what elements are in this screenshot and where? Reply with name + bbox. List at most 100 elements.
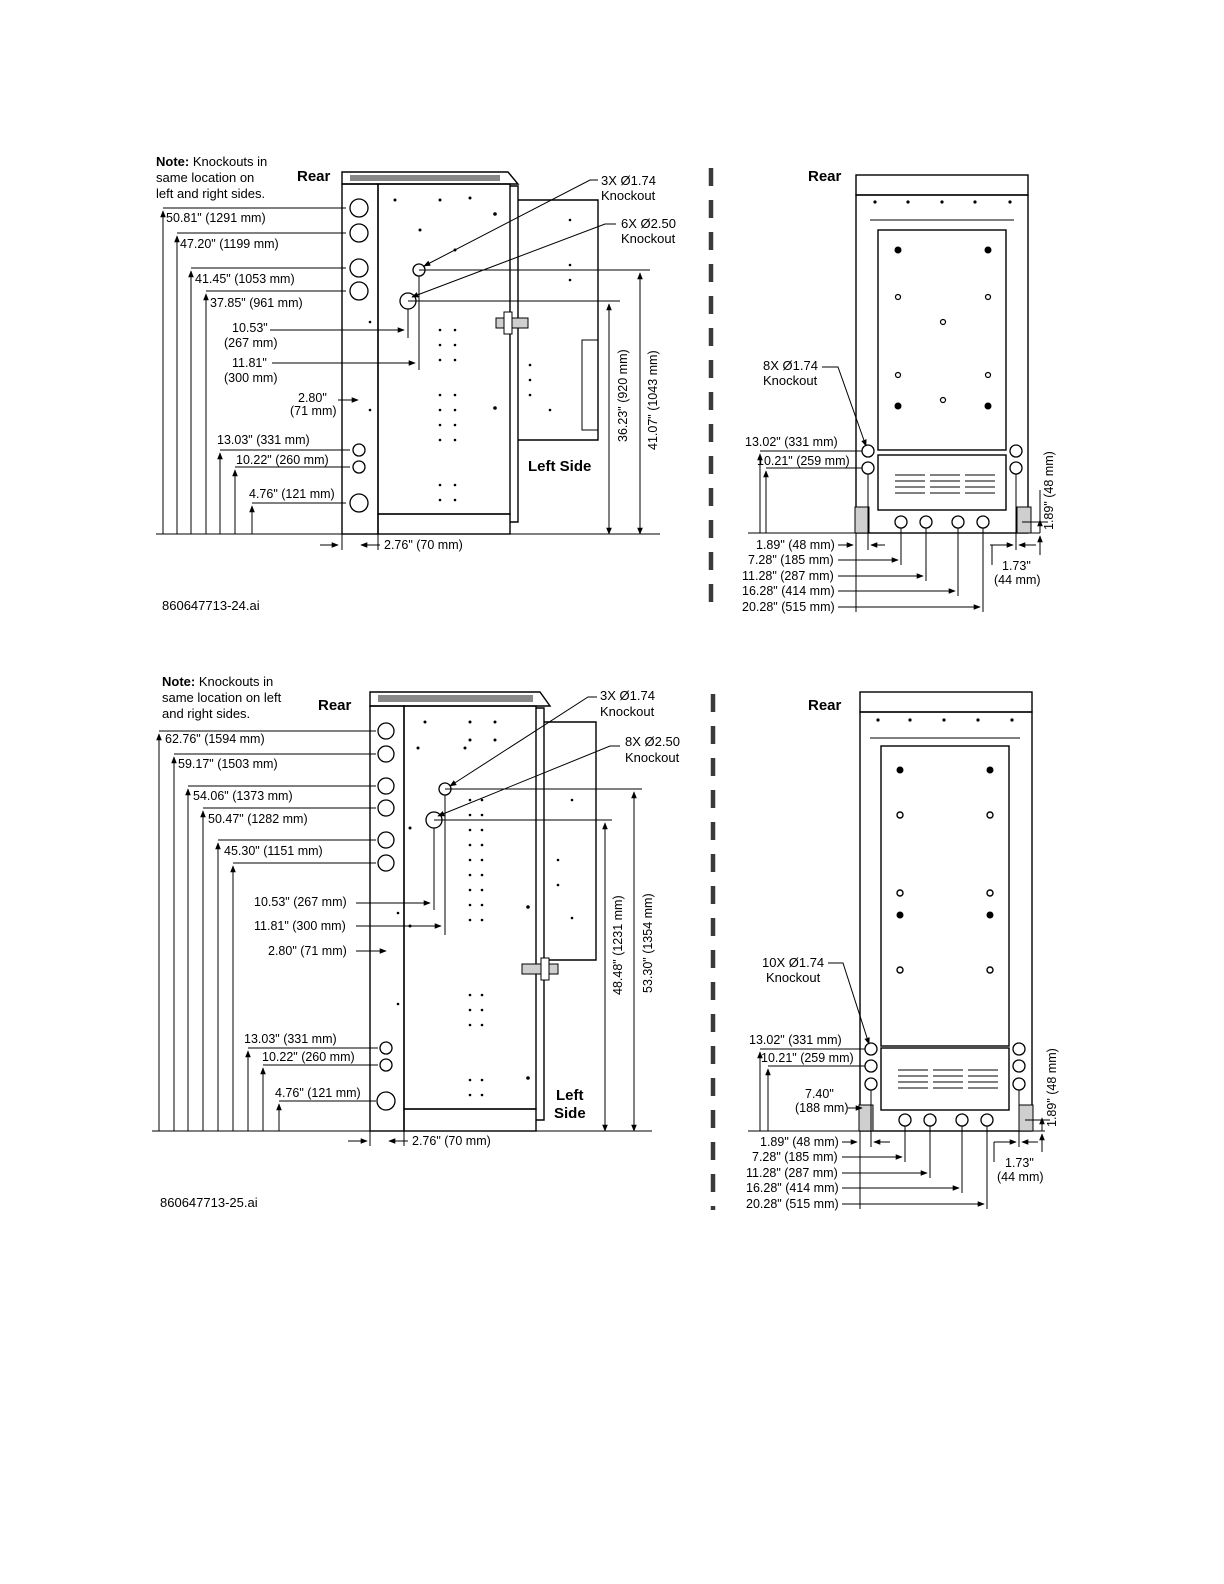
filename-label: 860647713-24.ai [162,598,260,613]
cabinet-body [403,705,537,1110]
knockout-4 [349,281,369,301]
callout-a-line-2: Knockout [601,188,656,203]
width-dimensions [842,1090,1038,1209]
height-label: 47.20" (1199 mm) [180,237,279,251]
vertical-dim-label: 1.89" (48 mm) [1045,1048,1059,1127]
knockout-7 [349,493,369,513]
width-label: 7.28" (185 mm) [748,553,834,567]
panel-bolts [876,718,1014,974]
height-label: 10.22" (260 mm) [262,1050,355,1064]
width-label: 16.28" (414 mm) [742,584,835,598]
knockout-3 [377,777,395,795]
callout-line-1: 8X Ø1.74 [763,358,818,373]
callout-b-line-2: Knockout [625,750,680,765]
dim-label: 2.80" [298,391,327,405]
rear-label: Rear [297,168,331,185]
handle [521,963,559,975]
knockout-6 [352,460,366,474]
left-side-label: Left Side [528,458,591,475]
width-label: 20.28" (515 mm) [746,1197,839,1211]
knockout-6 [377,854,395,872]
knockout-left-1 [864,1042,878,1056]
callout-b-line-1: 6X Ø2.50 [621,216,676,231]
dim-label: (267 mm) [224,336,277,350]
width-label: 20.28" (515 mm) [742,600,835,614]
width-label: 7.28" (185 mm) [752,1150,838,1164]
top-vent [378,695,533,702]
height-label: 50.47" (1282 mm) [208,812,308,826]
dim-label: 2.80" (71 mm) [268,944,347,958]
rear-label: Rear [808,168,842,185]
knockout-bottom-3 [951,515,965,529]
height-label: 10.21" (259 mm) [757,454,850,468]
right-vertical-dimensions [408,269,650,535]
panel-bolts [873,200,1012,410]
height-dimensions [757,1048,1050,1152]
height-label: 59.17" (1503 mm) [178,757,278,771]
knockout-4 [377,799,395,817]
dim-label: (300 mm) [224,371,277,385]
cabinet-cap [855,174,1029,196]
handle-post [540,957,550,981]
height-label: 54.06" (1373 mm) [193,789,293,803]
dim-label: 11.81" (300 mm) [254,919,346,933]
panel-dots [368,196,572,502]
knockout-left-lower [861,461,875,475]
knockout-right-3 [1012,1077,1026,1091]
lower-panel [880,1047,1010,1111]
width-label: 1.89" (48 mm) [760,1135,839,1149]
vent-slots [898,1069,998,1089]
knockout-5 [377,831,395,849]
knockout-right-lower [1009,461,1023,475]
callout-leader-b [411,223,616,298]
width-label: 1.73" [1002,559,1031,573]
foot-right [1016,506,1032,534]
note-line-3: left and right sides. [156,186,265,201]
note-line-2: same location on [156,170,254,185]
cabinet-body [855,194,1029,534]
height-label: 4.76" (121 mm) [249,487,335,501]
callout-leader-a [449,696,597,787]
knockout-5 [352,443,366,457]
handle-post [503,311,513,335]
top-vent [350,175,500,181]
height-label: 13.02" (331 mm) [745,435,838,449]
rear-label: Rear [318,697,352,714]
note-line-3: and right sides. [162,706,250,721]
knockout-left-3 [864,1077,878,1091]
left-side-label: Side [554,1105,586,1122]
vent-slots [895,474,995,494]
height-dimensions [757,450,1048,555]
height-label: 37.85" (961 mm) [210,296,303,310]
horizontal-dimensions [348,795,446,1146]
width-label: 1.73" [1005,1156,1034,1170]
callout-leader-b [437,745,620,817]
vertical-dim-label: 48.48" (1231 mm) [611,895,625,995]
width-label: (44 mm) [997,1170,1044,1184]
knockout-left-2 [864,1059,878,1073]
cabinet-body [377,183,511,515]
height-label: 13.02" (331 mm) [749,1033,842,1047]
callout-b-line-1: 8X Ø2.50 [625,734,680,749]
width-dimensions [838,474,1036,612]
dim-label: 11.81" [232,356,267,370]
cabinet-top [369,691,552,707]
knockout-bottom-4 [980,1113,994,1127]
callout-leader [822,366,867,447]
depth-label: 2.76" (70 mm) [384,538,463,552]
knockout-7 [379,1041,393,1055]
side-door [536,707,545,1121]
note-label: Note: Knockouts in [162,674,273,689]
side-view-small: Note: Knockouts in same location on left… [156,154,676,613]
dim-label: (71 mm) [290,404,337,418]
horizontal-dimensions [270,276,420,550]
knockout-bottom-3 [955,1113,969,1127]
height-label: 45.30" (1151 mm) [224,844,323,858]
height-label: 13.03" (331 mm) [244,1032,337,1046]
knockout-2 [377,745,395,763]
dim-label: 10.53" [232,321,268,335]
filename-label: 860647713-25.ai [160,1195,258,1210]
callout-leader [828,962,870,1045]
note-line-2: same location on left [162,690,282,705]
